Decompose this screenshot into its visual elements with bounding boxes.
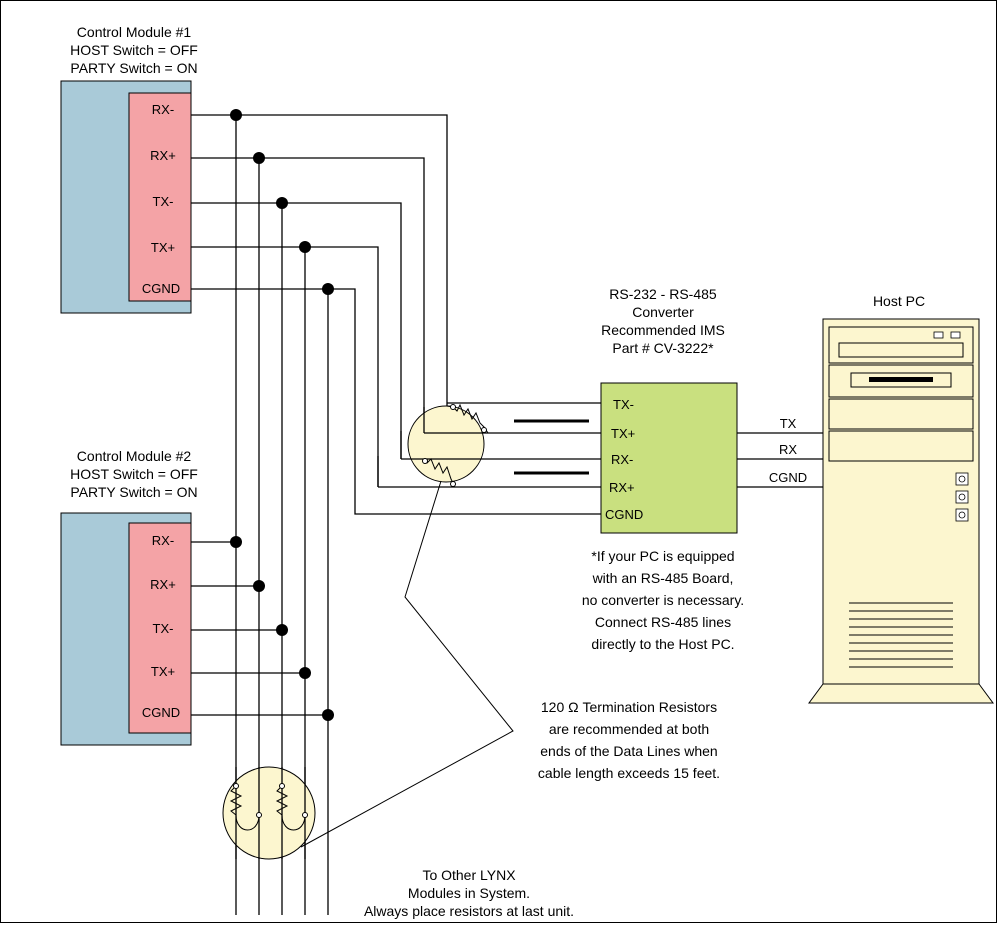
host-pc-title: Host PC [873,293,925,309]
pc-button-1-icon [955,472,969,486]
converter-pin-rx-plus: RX+ [609,480,635,495]
link-cgnd-label: CGND [769,470,807,485]
footnote-line-5: directly to the Host PC. [591,636,734,652]
termination-note-line-4: cable length exceeds 15 feet. [538,765,720,781]
cm1-pin-tx-minus: TX- [153,194,174,209]
cm1-pin-cgnd: CGND [142,281,180,296]
cm1-terminal-block [128,92,192,302]
cm1-party-switch: PARTY Switch = ON [70,60,197,76]
converter-box [600,382,738,534]
cm2-terminal-block [128,522,192,734]
converter-line-3: Recommended IMS [601,322,725,338]
link-tx-label: TX [780,416,797,431]
cm1-host-switch: HOST Switch = OFF [70,42,198,58]
cm2-pin-rx-plus: RX+ [150,577,176,592]
cm1-title: Control Module #1 [77,24,192,40]
cm2-pin-tx-plus: TX+ [151,664,175,679]
cm2-title: Control Module #2 [77,448,192,464]
footnote-line-1: *If your PC is equipped [591,548,734,564]
converter-line-1: RS-232 - RS-485 [609,286,717,302]
link-rx-label: RX [779,442,797,457]
cm1-pin-rx-plus: RX+ [150,148,176,163]
footnote-line-2: with an RS-485 Board, [592,570,734,586]
cm2-host-switch: HOST Switch = OFF [70,466,198,482]
cm1-pin-rx-minus: RX- [152,102,174,117]
footnote-line-4: Connect RS-485 lines [595,614,731,630]
converter-pin-cgnd: CGND [605,507,643,522]
converter-line-2: Converter [632,304,694,320]
cm2-party-switch: PARTY Switch = ON [70,484,197,500]
control-module-2: Control Module #2 HOST Switch = OFF PART… [60,448,198,746]
control-module-1: Control Module #1 HOST Switch = OFF PART… [60,24,198,314]
cm2-pin-cgnd: CGND [142,705,180,720]
pc-drive-bay-4 [828,430,974,462]
termination-resistors-bottom [222,766,316,860]
pc-links: TX RX CGND [737,416,823,488]
cm1-pin-tx-plus: TX+ [151,240,175,255]
converter-pin-tx-plus: TX+ [611,426,635,441]
converter-pin-rx-minus: RX- [611,452,633,467]
bottom-note: To Other LYNX Modules in System. Always … [364,867,574,919]
cm2-pin-tx-minus: TX- [153,621,174,636]
host-pc: Host PC [808,293,994,704]
converter-line-4: Part # CV-3222* [612,340,714,356]
pc-drive-bay-3 [828,398,974,430]
pc-vent-icon [849,602,953,668]
bottom-note-line-2: Modules in System. [408,885,530,901]
cm2-pin-rx-minus: RX- [152,533,174,548]
termination-note: 120 Ω Termination Resistors are recommen… [538,699,720,781]
termination-resistors-top [377,402,601,488]
bottom-note-line-3: Always place resistors at last unit. [364,903,574,919]
termination-note-line-1: 120 Ω Termination Resistors [541,699,717,715]
termination-note-line-3: ends of the Data Lines when [540,743,717,759]
termination-leader-line [300,480,514,848]
floppy-slot-icon [869,377,933,382]
converter: RS-232 - RS-485 Converter Recommended IM… [600,286,738,534]
converter-pin-tx-minus: TX- [613,397,634,412]
termination-note-line-2: are recommended at both [549,721,709,737]
pc-button-2-icon [955,490,969,504]
footnote-line-3: no converter is necessary. [582,592,744,608]
bottom-note-line-1: To Other LYNX [422,867,516,883]
pc-button-3-icon [955,508,969,522]
footnote: *If your PC is equipped with an RS-485 B… [582,548,744,652]
